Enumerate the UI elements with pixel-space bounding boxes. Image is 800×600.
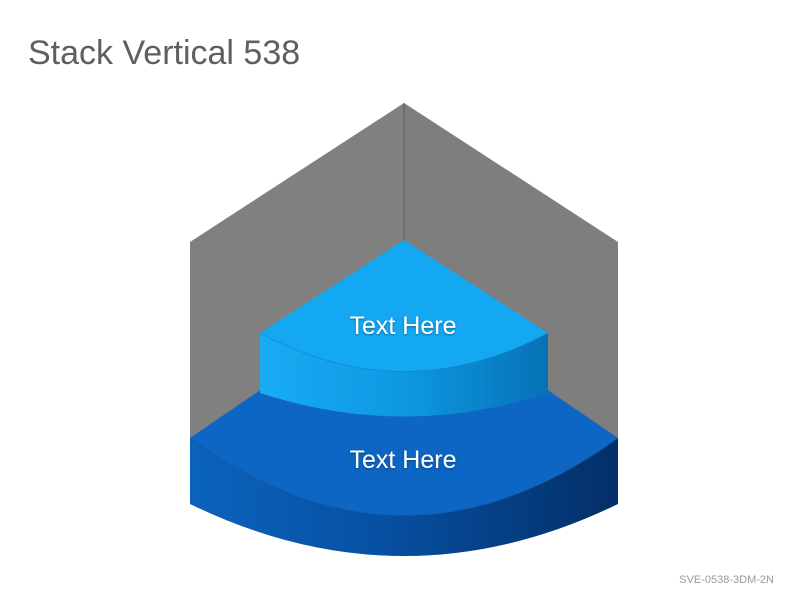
tier-bottom-side — [190, 438, 618, 556]
slide-code: SVE-0538-3DM-2N — [679, 574, 774, 586]
tier-top — [259, 240, 549, 417]
tier-top-side — [260, 333, 548, 417]
page-title: Stack Vertical 538 — [28, 34, 301, 72]
tier-top-label[interactable]: Text Here — [350, 312, 457, 340]
tier-top-top — [260, 240, 548, 372]
tier-bottom-label[interactable]: Text Here — [350, 446, 457, 474]
